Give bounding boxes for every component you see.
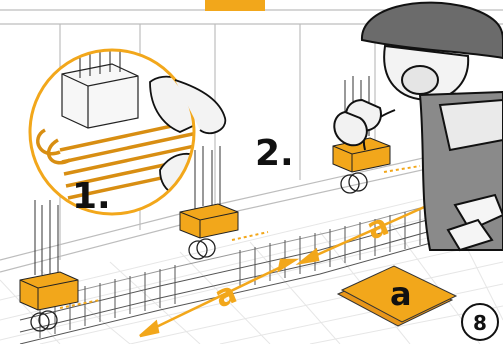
- dimension-label-left: a: [210, 275, 242, 315]
- folded-tag-label: a: [390, 275, 412, 313]
- worker-figure: [334, 3, 503, 250]
- step-label-2: 2.: [255, 133, 294, 174]
- page-number: 8: [473, 311, 487, 335]
- folded-tag: a: [338, 266, 456, 326]
- page-number-badge: 8: [462, 304, 498, 340]
- detail-circle: [30, 36, 225, 214]
- step-label-1: 1.: [72, 176, 111, 217]
- top-orange-tab: [205, 0, 265, 11]
- column-clamp-left: [20, 200, 78, 331]
